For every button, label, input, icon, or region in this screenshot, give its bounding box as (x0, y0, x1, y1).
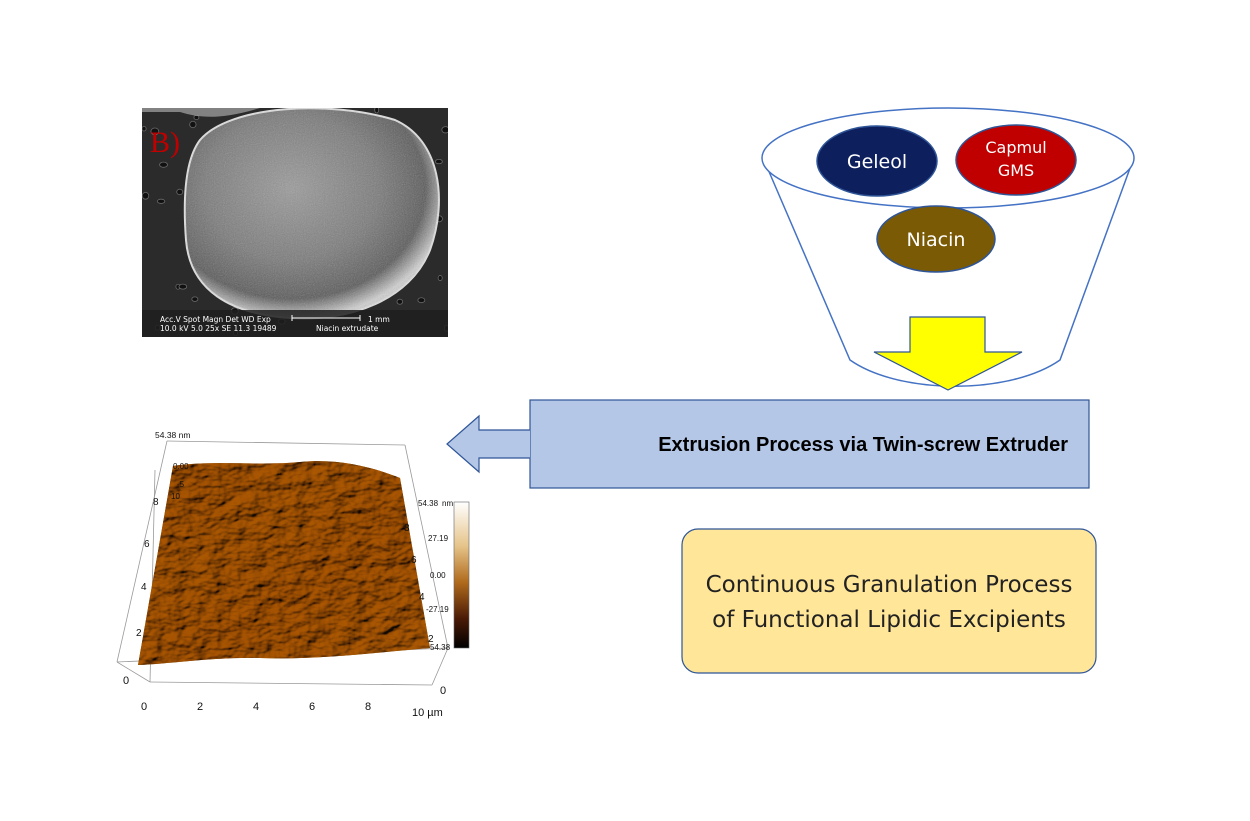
left-arrow-icon (446, 414, 530, 474)
sem-pore (191, 296, 199, 302)
ingredient-geleol-shape (816, 125, 938, 197)
ingredient-capmul-label-line2: GMS (998, 161, 1034, 180)
ingredient-capmul-gms: Capmul GMS (955, 124, 1077, 196)
afm-colorbar-tick-3: -27.19 (426, 605, 449, 614)
afm-left-tick-1: 6 (144, 539, 150, 550)
sem-pore (437, 275, 443, 281)
sem-micrograph (142, 108, 448, 337)
afm-colorbar (453, 501, 470, 649)
afm-right-origin-label: 0 (440, 685, 446, 697)
afm-right-tick-2: 4 (419, 592, 425, 603)
summary-box-shape (681, 528, 1097, 674)
afm-z-axis-label-0: 0.00 (173, 462, 189, 471)
down-arrow-icon (873, 316, 1023, 391)
ingredient-capmul-label-line1: Capmul (985, 138, 1046, 157)
sem-pore (159, 161, 168, 168)
afm-colorbar-tick-2: 0.00 (430, 571, 446, 580)
afm-x-tick-3: 6 (309, 701, 315, 713)
sem-pore (374, 108, 380, 114)
sem-info-values: 10.0 kV 5.0 25x SE 11.3 19489 (160, 324, 277, 333)
afm-left-tick-2: 4 (141, 582, 147, 593)
sem-info-headers: Acc.V Spot Magn Det WD Exp (160, 315, 271, 324)
ingredient-niacin-label: Niacin (907, 229, 966, 251)
sem-pore (417, 297, 426, 304)
afm-z-top-label: 54.38 nm (155, 430, 190, 440)
afm-x-tick-1: 2 (197, 701, 203, 713)
sem-pore (441, 126, 448, 134)
afm-x-tick-2: 4 (253, 701, 259, 713)
sem-pore (396, 298, 404, 305)
extrusion-banner-box (529, 399, 1090, 489)
extrusion-banner-label: Extrusion Process via Twin-screw Extrude… (658, 434, 1068, 456)
ingredient-niacin: Niacin (876, 205, 996, 273)
afm-3d-topography (116, 440, 470, 686)
summary-line-2: of Functional Lipidic Excipients (712, 607, 1066, 633)
afm-colorbar-unit: nm (442, 499, 453, 508)
afm-left-tick-3: 2 (136, 628, 142, 639)
sem-scale-label: 1 mm (368, 315, 390, 324)
hopper: Geleol Capmul GMS Niacin (761, 107, 1135, 391)
afm-left-tick-0: 8 (153, 497, 159, 508)
afm-x-tick-0: 0 (141, 701, 147, 713)
sem-panel-label: B) (150, 126, 180, 159)
summary-line-1: Continuous Granulation Process (706, 572, 1073, 598)
sem-pore (189, 120, 197, 129)
afm-x-tick-4: 8 (365, 701, 371, 713)
sem-pore (156, 198, 166, 204)
sem-pore (176, 188, 184, 196)
ingredient-geleol-label: Geleol (847, 151, 907, 173)
ingredient-capmul-gms-shape (955, 124, 1077, 196)
sem-pore (142, 191, 150, 200)
sem-pore (434, 158, 443, 165)
sem-sample-label: Niacin extrudate (316, 324, 379, 333)
afm-y-origin-label: 0 (123, 675, 129, 687)
afm-z-axis-label-1: -5 (177, 480, 185, 489)
sem-granule-texture (184, 108, 439, 319)
sem-pore (178, 283, 188, 290)
afm-colorbar-tick-1: 27.19 (428, 534, 449, 543)
sem-info-bar (142, 310, 448, 337)
afm-right-tick-0: 8 (404, 523, 410, 534)
afm-surface-texture (138, 461, 430, 665)
sem-pore (150, 127, 160, 136)
ingredient-geleol: Geleol (816, 125, 938, 197)
afm-right-tick-1: 6 (411, 555, 417, 566)
sem-adjacent-particle (142, 108, 260, 117)
extrusion-process-banner: Extrusion Process via Twin-screw Extrude… (529, 399, 1090, 489)
afm-x-tick-5: 10 µm (412, 707, 443, 719)
afm-colorbar-tick-4: 54.38 (430, 643, 451, 652)
summary-box: Continuous Granulation Process of Functi… (681, 528, 1097, 674)
afm-right-tick-3: 2 (428, 634, 434, 645)
afm-z-axis-label-2: 10 (171, 492, 180, 501)
sem-pore (142, 125, 147, 132)
ingredient-niacin-shape (876, 205, 996, 273)
afm-colorbar-tick-0: 54.38 (418, 499, 439, 508)
